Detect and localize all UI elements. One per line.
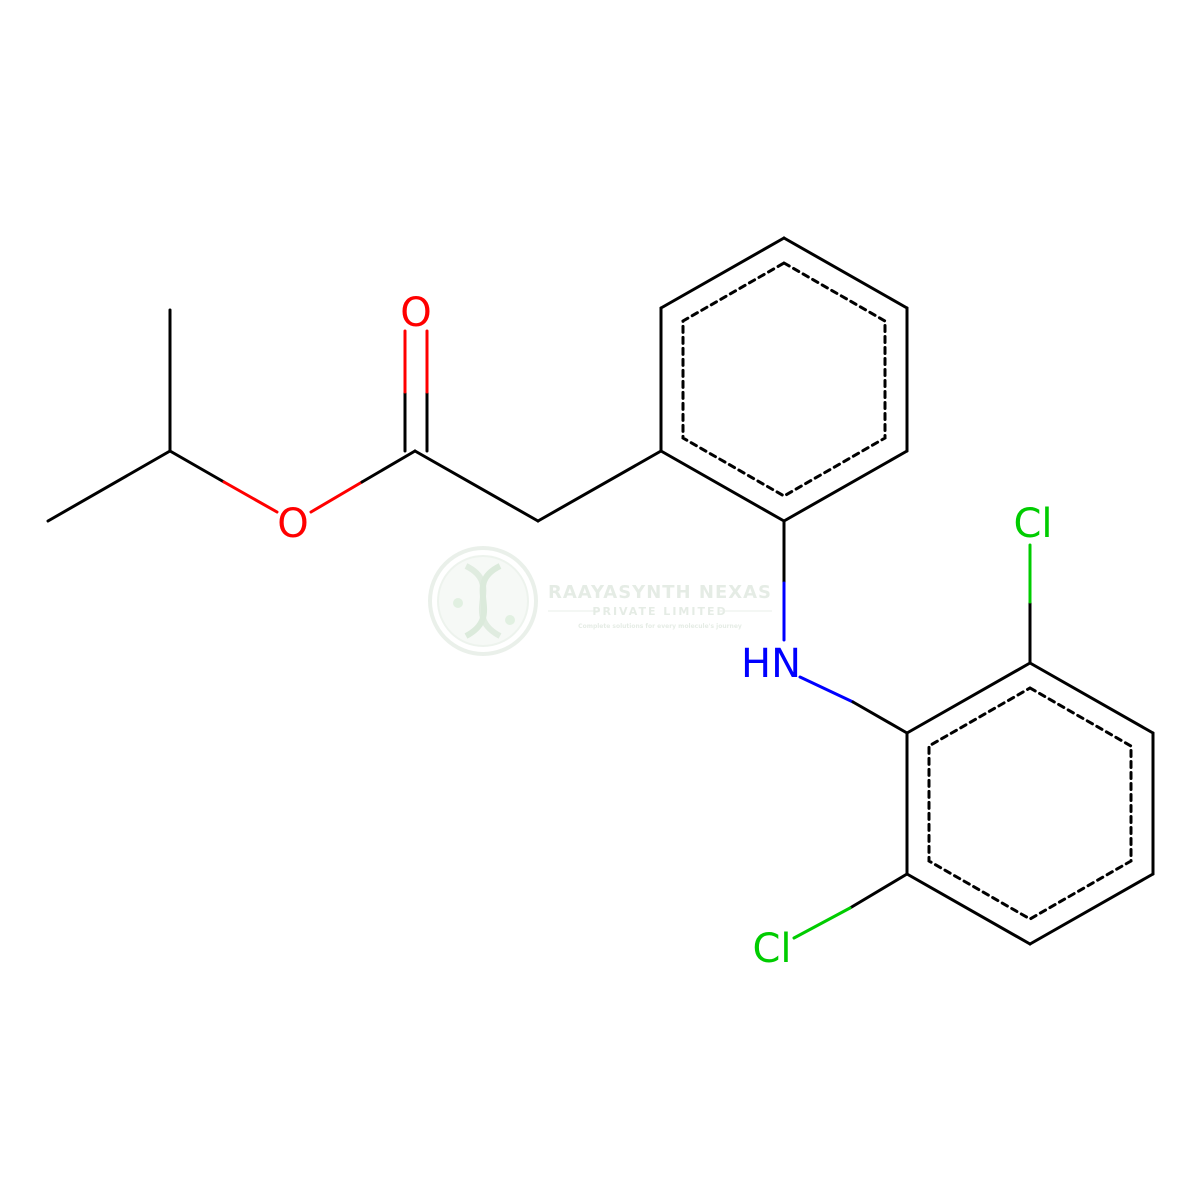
- watermark-tagline: Complete solutions for every molecule's …: [578, 623, 742, 630]
- bond-cl-bottom-green: [792, 906, 852, 940]
- atom-ester-oxygen: O: [277, 501, 308, 547]
- bond-ch2-ring: [536, 449, 663, 523]
- ring2-bond-5: [905, 872, 1032, 946]
- bond-cl-bottom-black: [848, 872, 909, 910]
- ring2-bond-2: [1028, 661, 1155, 735]
- bond-carbonyl-ch2: [413, 449, 540, 523]
- bonds: [46, 236, 1155, 946]
- ring2-aromatic-dashes: [927, 686, 1133, 921]
- watermark: RAAYASYNTH NEXAS PRIVATE LIMITED Complet…: [428, 546, 772, 656]
- bond-isopropyl-ch-o: [168, 449, 226, 484]
- dna-helix-logo: [428, 546, 538, 656]
- bond-n-ring2-blue: [798, 675, 855, 704]
- bond-ester-c-half: [360, 449, 417, 484]
- bond-ester-o-half: [309, 480, 364, 514]
- watermark-title: RAAYASYNTH NEXAS: [548, 582, 772, 603]
- ring1-bond-2: [659, 236, 786, 310]
- watermark-subtitle: PRIVATE LIMITED: [592, 605, 727, 618]
- ring1-bond-6: [659, 449, 786, 523]
- ring1-aromatic-dashes: [681, 261, 887, 498]
- bond-n-ring2-black: [851, 700, 909, 735]
- atom-chlorine-bottom: Cl: [752, 926, 791, 972]
- bond-methyl-left: [46, 449, 172, 523]
- bond-isopropyl-o-half: [222, 480, 279, 514]
- atom-carbonyl-oxygen: O: [400, 290, 431, 336]
- ring2-bond-4: [1028, 872, 1155, 946]
- atom-chlorine-top: Cl: [1013, 501, 1052, 547]
- ring1-bond-5: [782, 449, 909, 523]
- ring1-bond-3: [782, 236, 909, 310]
- atom-labels: O O HN Cl Cl: [277, 290, 1052, 972]
- ring2-bond-1: [905, 661, 1032, 735]
- atom-amine-nh: HN: [741, 641, 801, 687]
